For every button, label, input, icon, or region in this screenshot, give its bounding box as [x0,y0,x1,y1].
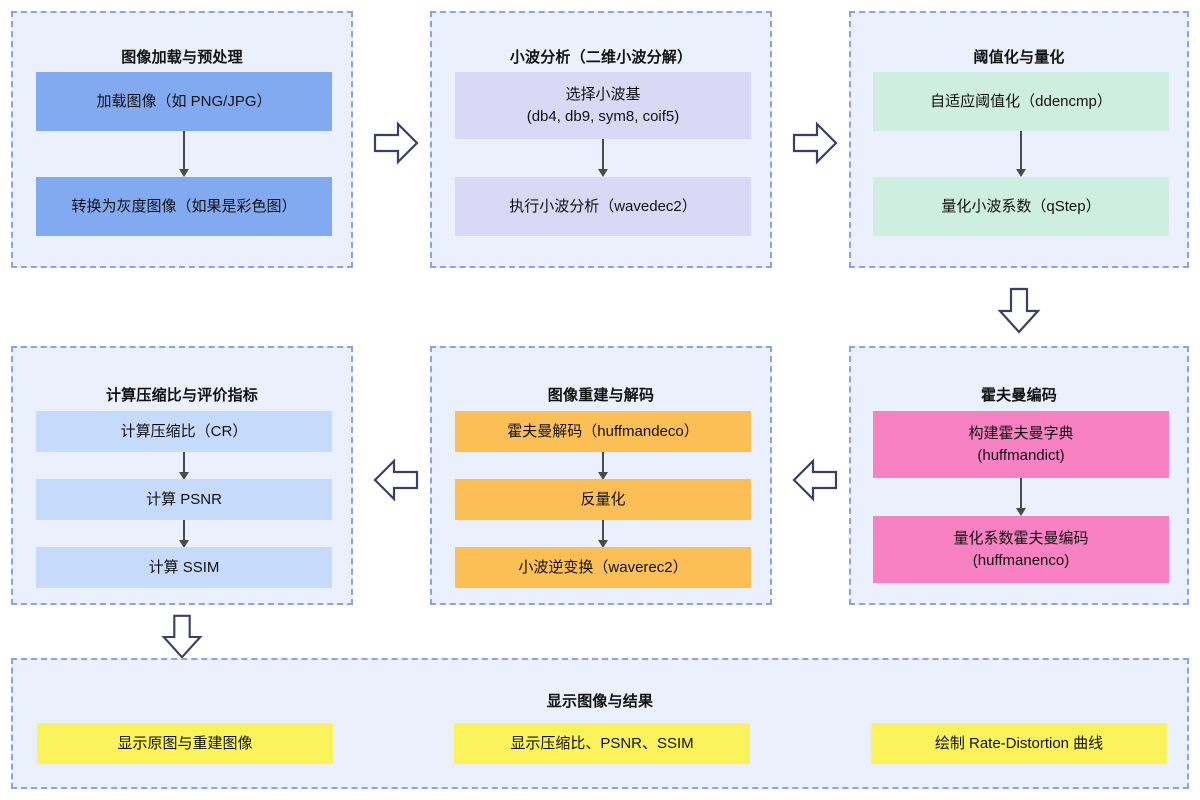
arrow-metrics-to-display-icon [157,612,207,662]
node-huffman-encode[interactable]: 量化系数霍夫曼编码 (huffmanenco) [873,516,1169,583]
node-huffman-decode[interactable]: 霍夫曼解码（huffmandeco） [455,411,751,452]
node-compute-ssim[interactable]: 计算 SSIM [36,547,332,588]
node-show-original-vs-reconstructed[interactable]: 显示原图与重建图像 [37,723,333,764]
arrow-reconstruction-to-metrics-icon [371,455,421,505]
arrow-loading-to-wavelet-icon [371,118,421,168]
group-image-loading: 图像加载与预处理 加载图像（如 PNG/JPG） 转换为灰度图像（如果是彩色图） [11,11,353,268]
node-dequantize[interactable]: 反量化 [455,479,751,520]
group-display-results: 显示图像与结果 显示原图与重建图像 显示压缩比、PSNR、SSIM 绘制 Rat… [11,658,1189,789]
node-compute-cr[interactable]: 计算压缩比（CR） [36,411,332,452]
arrow-threshold-to-huffman-icon [994,285,1044,337]
node-to-grayscale[interactable]: 转换为灰度图像（如果是彩色图） [36,177,332,236]
group-wavelet-analysis: 小波分析（二维小波分解） 选择小波基 (db4, db9, sym8, coif… [430,11,772,268]
connector-load-to-grayscale [177,131,191,177]
node-build-huffman-dict[interactable]: 构建霍夫曼字典 (huffmandict) [873,411,1169,478]
node-run-wavedec2[interactable]: 执行小波分析（wavedec2） [455,177,751,236]
connector-cr-to-psnr [177,452,191,480]
group-threshold-quantize: 阈值化与量化 自适应阈值化（ddencmp） 量化小波系数（qStep） [849,11,1189,268]
node-plot-rate-distortion[interactable]: 绘制 Rate-Distortion 曲线 [871,723,1167,764]
group-title-display-results: 显示图像与结果 [546,693,654,710]
connector-dequantize-to-inverse [596,520,610,548]
node-adaptive-threshold[interactable]: 自适应阈值化（ddencmp） [873,72,1169,131]
connector-select-to-wavedec2 [596,139,610,177]
arrow-wavelet-to-threshold-icon [790,118,840,168]
group-title-threshold-quantize: 阈值化与量化 [973,49,1065,66]
group-metrics: 计算压缩比与评价指标 计算压缩比（CR） 计算 PSNR 计算 SSIM [11,346,353,605]
group-reconstruction-decoding: 图像重建与解码 霍夫曼解码（huffmandeco） 反量化 小波逆变换（wav… [430,346,772,605]
connector-decode-to-dequantize [596,452,610,480]
node-show-metrics[interactable]: 显示压缩比、PSNR、SSIM [454,723,750,764]
connector-threshold-to-quantize [1014,131,1028,177]
connector-psnr-to-ssim [177,520,191,548]
group-huffman-encoding: 霍夫曼编码 构建霍夫曼字典 (huffmandict) 量化系数霍夫曼编码 (h… [849,346,1189,605]
arrow-huffman-to-reconstruction-icon [790,455,840,505]
group-title-huffman-encoding: 霍夫曼编码 [980,387,1057,404]
group-title-wavelet-analysis: 小波分析（二维小波分解） [509,49,693,66]
node-inverse-wavelet[interactable]: 小波逆变换（waverec2） [455,547,751,588]
node-quantize-coeffs[interactable]: 量化小波系数（qStep） [873,177,1169,236]
node-select-wavelet[interactable]: 选择小波基 (db4, db9, sym8, coif5) [455,72,751,139]
node-compute-psnr[interactable]: 计算 PSNR [36,479,332,520]
node-load-image[interactable]: 加载图像（如 PNG/JPG） [36,72,332,131]
group-title-reconstruction-decoding: 图像重建与解码 [547,387,655,404]
connector-dict-to-encode [1014,478,1028,516]
group-title-metrics: 计算压缩比与评价指标 [105,387,258,404]
group-title-image-loading: 图像加载与预处理 [121,49,243,66]
